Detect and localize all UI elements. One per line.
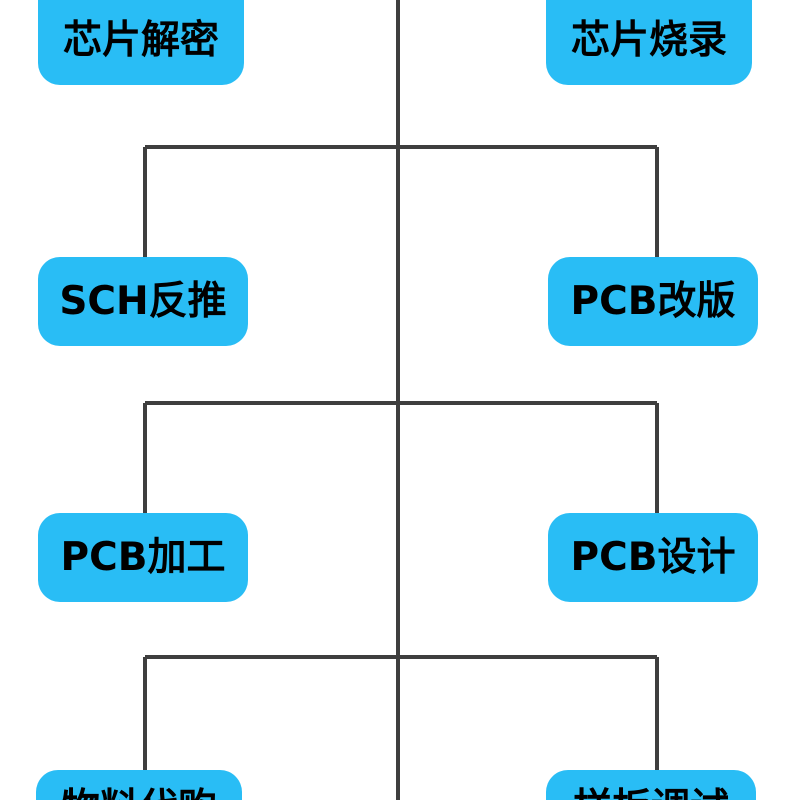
node-label: 物料代购 bbox=[61, 789, 217, 800]
node-sch-reverse[interactable]: SCH反推 bbox=[38, 257, 248, 346]
node-label: 样板调试 bbox=[573, 789, 729, 800]
node-label: PCB设计 bbox=[570, 535, 736, 580]
node-prototype-debug[interactable]: 样板调试 bbox=[546, 770, 756, 800]
node-pcb-revision[interactable]: PCB改版 bbox=[548, 257, 758, 346]
node-label: PCB改版 bbox=[570, 279, 736, 324]
node-label: SCH反推 bbox=[59, 279, 227, 324]
node-pcb-design[interactable]: PCB设计 bbox=[548, 513, 758, 602]
node-material-sourcing[interactable]: 物料代购 bbox=[36, 770, 242, 800]
node-chip-decryption[interactable]: 芯片解密 bbox=[38, 0, 244, 85]
node-chip-programming[interactable]: 芯片烧录 bbox=[546, 0, 752, 85]
node-label: 芯片解密 bbox=[62, 18, 219, 63]
node-label: PCB加工 bbox=[60, 535, 226, 580]
node-label: 芯片烧录 bbox=[570, 18, 727, 63]
node-pcb-fabrication[interactable]: PCB加工 bbox=[38, 513, 248, 602]
